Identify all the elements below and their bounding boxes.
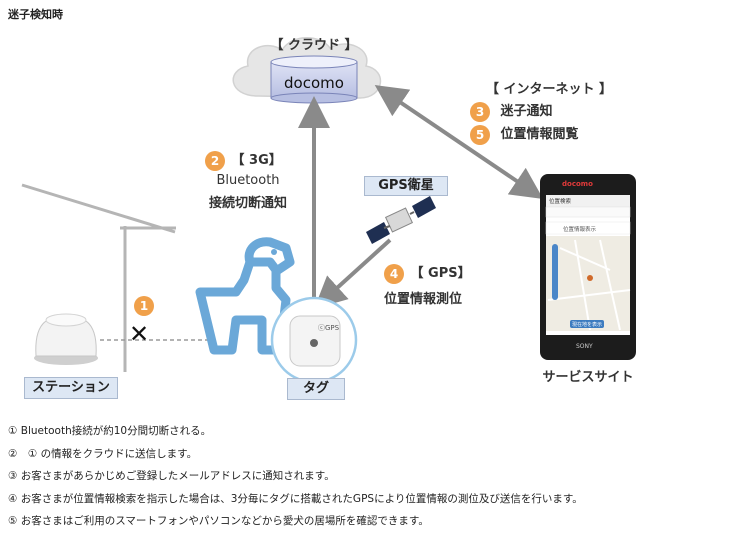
disconnect-cross-icon: ✕ xyxy=(129,320,150,348)
step3-badge: 3 xyxy=(470,101,490,122)
phone-screen-field: 位置情報表示 xyxy=(563,227,597,233)
smartphone-icon xyxy=(540,174,636,360)
phone-maker: SONY xyxy=(576,343,593,350)
note-3: ③ お客さまがあらかじめご登録したメールアドレスに通知されます。 xyxy=(8,470,335,482)
arrow-internet xyxy=(374,85,544,199)
house-outline xyxy=(21,183,176,372)
step1-badge: 1 xyxy=(134,296,154,316)
phone-brand: docomo xyxy=(562,180,593,188)
gps-satellite-label: GPS衛星 xyxy=(364,176,448,196)
database-cylinder xyxy=(270,55,358,104)
step2-badge: 2 xyxy=(205,150,225,171)
step5-badge: 5 xyxy=(470,124,490,145)
step5-row: 5 位置情報閲覧 xyxy=(470,123,579,145)
tag-device-icon xyxy=(270,296,358,384)
disconnect-notice-label: 接続切断通知 xyxy=(208,196,287,211)
cloud-label: 【 クラウド 】 xyxy=(270,38,358,53)
link-3g-label: 【 3G】 xyxy=(231,153,282,168)
satellite-icon xyxy=(366,196,436,244)
diagram-graphics xyxy=(21,37,636,384)
tag-device-brand: ⓒGPS xyxy=(318,324,340,332)
tag-label: タグ xyxy=(287,378,345,400)
step3-row: 3 迷子通知 xyxy=(470,100,553,122)
step3-text: 迷子通知 xyxy=(500,104,553,119)
step5-text: 位置情報閲覧 xyxy=(500,127,579,142)
internet-label: 【 インターネット 】 xyxy=(486,82,613,97)
bluetooth-label: Bluetooth xyxy=(216,173,280,188)
dog-icon xyxy=(195,237,295,355)
note-2: ② ① の情報をクラウドに送信します。 xyxy=(8,447,198,460)
step4-row: 4 【 GPS】 xyxy=(384,262,471,284)
arrow-gps xyxy=(314,238,392,309)
step2-row: 2 【 3G】 xyxy=(205,149,282,171)
note-1: ① Bluetooth接続が約10分間切断される。 xyxy=(8,425,212,437)
station-label: ステーション xyxy=(24,377,118,399)
note-5: ⑤ お客さまはご利用のスマートフォンやパソコンなどから愛犬の居場所を確認できます… xyxy=(8,515,429,527)
step4-badge: 4 xyxy=(384,263,404,284)
page-title: 迷子検知時 xyxy=(8,8,63,21)
cloud-name: docomo xyxy=(284,74,344,92)
station-device-icon xyxy=(34,313,98,365)
phone-screen-button: 現在地を表示 xyxy=(572,322,603,328)
notes-list: ① Bluetooth接続が約10分間切断される。 ② ① の情報をクラウドに送… xyxy=(8,420,583,533)
note-4: ④ お客さまが位置情報検索を指示した場合は、3分毎にタグに搭載されたGPSにより… xyxy=(8,492,583,505)
positioning-label: 位置情報測位 xyxy=(384,292,463,307)
service-site-label: サービスサイト xyxy=(542,370,634,385)
gps-label: 【 GPS】 xyxy=(410,266,471,281)
phone-screen-header: 位置検索 xyxy=(549,199,572,205)
